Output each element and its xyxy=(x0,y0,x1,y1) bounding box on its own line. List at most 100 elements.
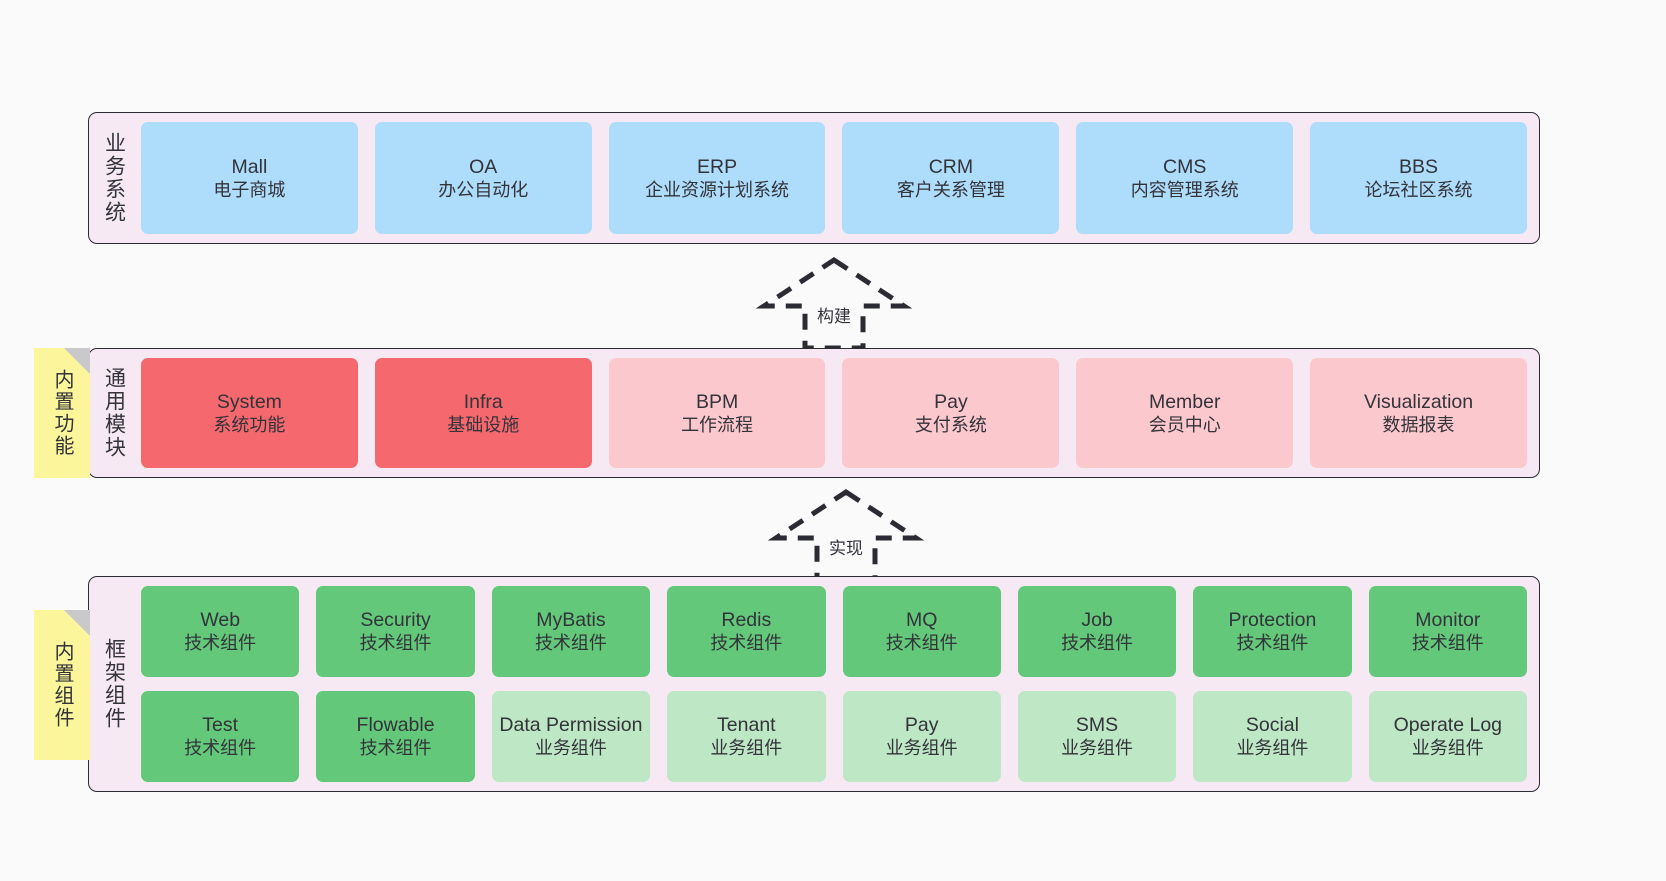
layer-common-card-grid: System 系统功能 Infra 基础设施 BPM 工作流程 Pay 支付系统… xyxy=(131,358,1527,468)
card-title: CMS xyxy=(1163,155,1207,178)
card-system[interactable]: System 系统功能 xyxy=(141,358,358,468)
card-visualization[interactable]: Visualization 数据报表 xyxy=(1310,358,1527,468)
card-mybatis[interactable]: MyBatis 技术组件 xyxy=(491,586,651,677)
card-subtitle: 会员中心 xyxy=(1148,414,1221,435)
card-cms[interactable]: CMS 内容管理系统 xyxy=(1076,122,1294,234)
layer-framework-card-grid: Web 技术组件 Security 技术组件 MyBatis 技术组件 Redi… xyxy=(131,586,1527,782)
card-job[interactable]: Job 技术组件 xyxy=(1017,586,1177,677)
card-subtitle: 系统功能 xyxy=(213,414,286,435)
card-subtitle: 内容管理系统 xyxy=(1130,179,1239,200)
card-subtitle: 技术组件 xyxy=(184,738,257,759)
layer-common-modules: 通用模块 System 系统功能 Infra 基础设施 BPM 工作流程 Pay… xyxy=(88,348,1540,478)
card-bbs[interactable]: BBS 论坛社区系统 xyxy=(1310,122,1527,234)
layer-label-framework-components: 框架组件 xyxy=(102,638,126,730)
card-web[interactable]: Web 技术组件 xyxy=(141,586,300,677)
card-title: Security xyxy=(360,609,431,632)
card-title: Social xyxy=(1245,714,1299,737)
card-subtitle: 业务组件 xyxy=(885,738,958,759)
card-protection[interactable]: Protection 技术组件 xyxy=(1193,586,1352,677)
card-flowable[interactable]: Flowable 技术组件 xyxy=(316,691,475,782)
card-title: Mall xyxy=(231,155,268,178)
card-subtitle: 客户关系管理 xyxy=(896,179,1005,200)
card-pay[interactable]: Pay 支付系统 xyxy=(842,358,1060,468)
sticky-note-builtin-function: 内置功能 xyxy=(34,348,90,478)
card-title: Web xyxy=(200,609,241,632)
card-title: Flowable xyxy=(356,714,435,737)
layer-business-systems: 业务系统 Mall 电子商城 OA 办公自动化 ERP 企业资源计划系统 CRM… xyxy=(88,112,1540,244)
card-subtitle: 技术组件 xyxy=(710,633,783,654)
card-member[interactable]: Member 会员中心 xyxy=(1076,358,1294,468)
card-subtitle: 业务组件 xyxy=(1411,738,1484,759)
card-title: Member xyxy=(1148,390,1221,413)
card-subtitle: 论坛社区系统 xyxy=(1364,179,1473,200)
card-subtitle: 企业资源计划系统 xyxy=(645,179,790,200)
card-subtitle: 技术组件 xyxy=(1411,633,1484,654)
card-title: Pay xyxy=(904,714,939,737)
card-subtitle: 业务组件 xyxy=(1061,738,1134,759)
connector-build-arrow: 构建 xyxy=(755,256,913,352)
card-erp[interactable]: ERP 企业资源计划系统 xyxy=(608,122,826,234)
card-subtitle: 业务组件 xyxy=(1236,738,1309,759)
card-title: Visualization xyxy=(1363,390,1474,413)
card-operate-log[interactable]: Operate Log 业务组件 xyxy=(1368,691,1527,782)
card-title: MyBatis xyxy=(536,609,606,632)
card-title: SMS xyxy=(1075,714,1119,737)
card-subtitle: 工作流程 xyxy=(681,414,754,435)
card-subtitle: 技术组件 xyxy=(184,633,257,654)
card-title: Protection xyxy=(1228,609,1317,632)
card-title: Monitor xyxy=(1415,609,1481,632)
card-row: Test 技术组件 Flowable 技术组件 Data Permission … xyxy=(141,691,1527,782)
card-subtitle: 数据报表 xyxy=(1382,414,1455,435)
connector-implement-label: 实现 xyxy=(829,539,863,558)
sticky-note-label: 内置功能 xyxy=(51,369,73,457)
card-subtitle: 业务组件 xyxy=(534,738,607,759)
card-title: Operate Log xyxy=(1393,714,1503,737)
card-subtitle: 支付系统 xyxy=(914,414,987,435)
card-bpm[interactable]: BPM 工作流程 xyxy=(608,358,826,468)
card-title: Test xyxy=(202,714,239,737)
card-sms[interactable]: SMS 业务组件 xyxy=(1017,691,1177,782)
card-title: BPM xyxy=(695,390,739,413)
connector-build-label: 构建 xyxy=(817,307,851,326)
card-subtitle: 技术组件 xyxy=(1061,633,1134,654)
card-title: MQ xyxy=(905,609,938,632)
card-subtitle: 技术组件 xyxy=(1236,633,1309,654)
card-test[interactable]: Test 技术组件 xyxy=(141,691,300,782)
card-crm[interactable]: CRM 客户关系管理 xyxy=(842,122,1060,234)
layer-label-business-systems: 业务系统 xyxy=(102,132,126,224)
card-title: ERP xyxy=(697,155,738,178)
card-infra[interactable]: Infra 基础设施 xyxy=(374,358,592,468)
card-security[interactable]: Security 技术组件 xyxy=(316,586,475,677)
card-oa[interactable]: OA 办公自动化 xyxy=(374,122,592,234)
card-title: Data Permission xyxy=(499,714,643,737)
card-title: Infra xyxy=(463,390,503,413)
card-subtitle: 电子商城 xyxy=(213,179,286,200)
card-row: Web 技术组件 Security 技术组件 MyBatis 技术组件 Redi… xyxy=(141,586,1527,677)
card-subtitle: 办公自动化 xyxy=(438,179,529,200)
card-data-permission[interactable]: Data Permission 业务组件 xyxy=(491,691,651,782)
card-social[interactable]: Social 业务组件 xyxy=(1193,691,1352,782)
layer-framework-components: 框架组件 Web 技术组件 Security 技术组件 MyBatis 技术组件… xyxy=(88,576,1540,792)
card-subtitle: 技术组件 xyxy=(359,633,432,654)
card-title: CRM xyxy=(928,155,974,178)
card-subtitle: 技术组件 xyxy=(885,633,958,654)
card-title: Job xyxy=(1081,609,1113,632)
card-redis[interactable]: Redis 技术组件 xyxy=(667,586,826,677)
card-mall[interactable]: Mall 电子商城 xyxy=(141,122,358,234)
card-mq[interactable]: MQ 技术组件 xyxy=(842,586,1001,677)
card-title: Redis xyxy=(721,609,772,632)
card-title: Tenant xyxy=(717,714,776,737)
card-subtitle: 基础设施 xyxy=(447,414,520,435)
card-tenant[interactable]: Tenant 业务组件 xyxy=(667,691,826,782)
sticky-note-builtin-component: 内置组件 xyxy=(34,610,90,760)
card-pay-business[interactable]: Pay 业务组件 xyxy=(842,691,1001,782)
card-monitor[interactable]: Monitor 技术组件 xyxy=(1368,586,1527,677)
card-title: BBS xyxy=(1399,155,1439,178)
layer-label-common-modules: 通用模块 xyxy=(102,367,126,459)
card-subtitle: 业务组件 xyxy=(710,738,783,759)
layer-business-card-grid: Mall 电子商城 OA 办公自动化 ERP 企业资源计划系统 CRM 客户关系… xyxy=(131,122,1527,234)
card-subtitle: 技术组件 xyxy=(359,738,432,759)
card-row: Mall 电子商城 OA 办公自动化 ERP 企业资源计划系统 CRM 客户关系… xyxy=(141,122,1527,234)
card-title: System xyxy=(216,390,282,413)
connector-implement-arrow: 实现 xyxy=(767,488,925,584)
